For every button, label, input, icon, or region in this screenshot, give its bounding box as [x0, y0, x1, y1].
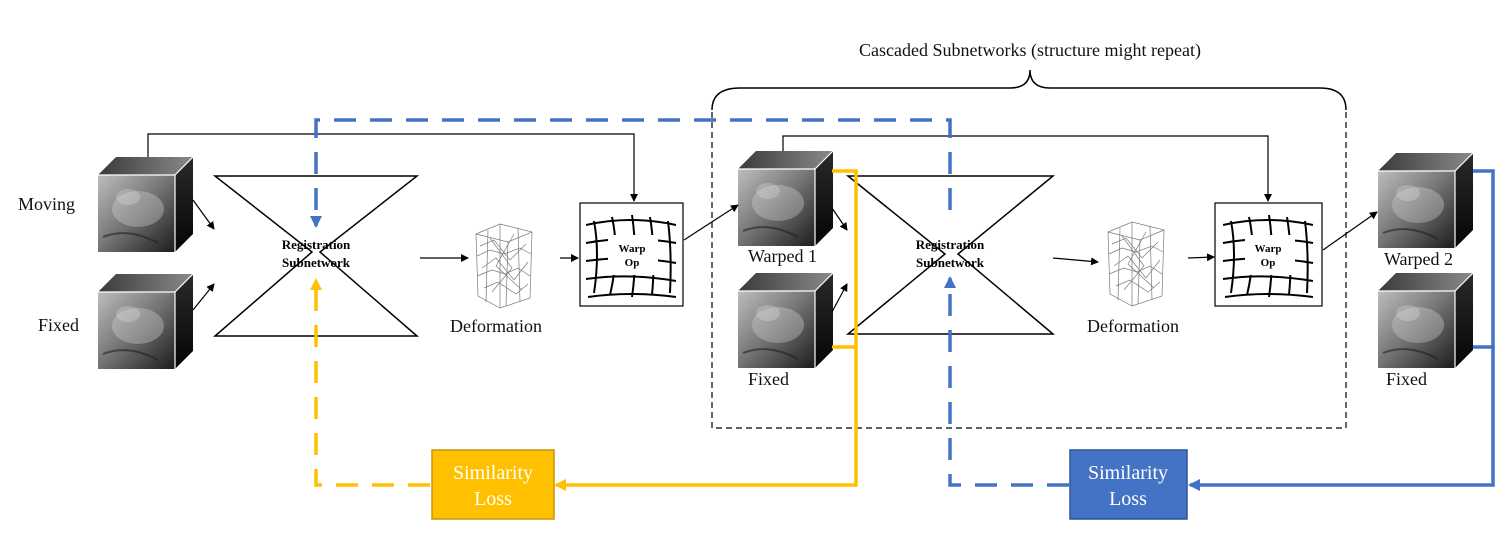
fixed-2-label: Fixed: [748, 369, 789, 389]
warped-2-volume-image: [1377, 152, 1474, 249]
similarity-loss-1-box: [431, 449, 555, 520]
network-2-label-line1: Registration: [916, 237, 985, 252]
cascade-region: [711, 112, 1347, 429]
warp-op-2-line2: Op: [1261, 257, 1276, 269]
flow-connectors: [147, 133, 1378, 313]
fixed-label: Fixed: [38, 315, 79, 335]
cascade-brace: [711, 69, 1347, 111]
yellow-loss-path: [310, 169, 858, 491]
deformation-2-label: Deformation: [1087, 316, 1179, 336]
warp-op-2-line1: Warp: [1255, 243, 1282, 255]
deformation-field-2-icon: [1107, 221, 1165, 307]
similarity-loss-2-box: [1069, 449, 1188, 520]
registration-subnetwork-1: [212, 175, 420, 337]
warp-op-1-line1: Warp: [619, 243, 646, 255]
warped-1-volume-image: [737, 150, 834, 247]
loss-1-line1: Similarity: [453, 462, 533, 484]
fixed-volume-3-image: [1377, 272, 1474, 369]
moving-label: Moving: [18, 194, 75, 214]
deformation-1-label: Deformation: [450, 316, 542, 336]
loss-2-line1: Similarity: [1088, 462, 1168, 484]
loss-2-line2: Loss: [1109, 488, 1147, 510]
network-1-label-line2: Subnetwork: [282, 255, 351, 270]
blue-loss-path: [310, 118, 1495, 491]
fixed-3-label: Fixed: [1386, 369, 1427, 389]
loss-1-line2: Loss: [474, 488, 512, 510]
deformation-field-1-icon: [475, 223, 533, 309]
warped-1-label: Warped 1: [748, 246, 817, 266]
warp-op-1-line2: Op: [625, 257, 640, 269]
registration-subnetwork-2: [845, 175, 1056, 335]
cascade-title: Cascaded Subnetworks (structure might re…: [859, 40, 1201, 61]
fixed-volume-2-image: [737, 272, 834, 369]
network-2-label-line2: Subnetwork: [916, 255, 985, 270]
network-1-label-line1: Registration: [282, 237, 351, 252]
fixed-volume-image: [97, 273, 194, 370]
warped-2-label: Warped 2: [1384, 249, 1453, 269]
moving-volume-image: [97, 156, 194, 253]
